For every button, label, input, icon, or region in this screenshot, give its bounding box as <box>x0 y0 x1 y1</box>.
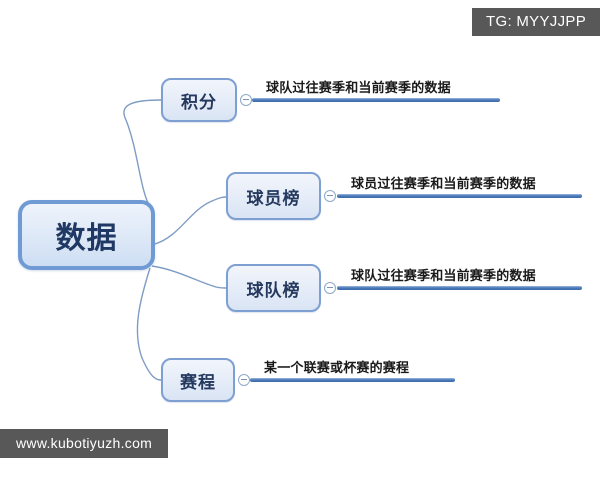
edge-root-to-qiuduibang <box>151 265 227 289</box>
leaf-jifen[interactable]: 球队过往赛季和当前赛季的数据 <box>252 70 500 102</box>
watermark-top-right: TG: MYYJJPP <box>472 8 600 36</box>
branch-node-jifen[interactable]: 积分 <box>161 78 237 122</box>
branch-node-qiuduibang-label: 球队榜 <box>246 280 301 300</box>
leaf-qiuduibang-text: 球队过往赛季和当前赛季的数据 <box>351 268 536 283</box>
collapse-toggle-saicheng-icon[interactable] <box>238 374 250 386</box>
branch-node-saicheng-label: 赛程 <box>180 372 216 392</box>
leaf-qiuduibang[interactable]: 球队过往赛季和当前赛季的数据 <box>337 258 582 290</box>
leaf-qiuduibang-underline <box>337 286 582 290</box>
root-node-data[interactable]: 数据 <box>18 200 155 270</box>
watermark-bottom-left-text: www.kubotiyuzh.com <box>16 435 153 451</box>
root-node-label: 数据 <box>55 222 118 255</box>
leaf-jifen-text: 球队过往赛季和当前赛季的数据 <box>266 80 451 95</box>
edge-root-to-jifen <box>123 99 162 208</box>
leaf-saicheng-underline <box>250 378 455 382</box>
leaf-qiuyuanbang[interactable]: 球员过往赛季和当前赛季的数据 <box>337 166 582 198</box>
watermark-top-right-text: TG: MYYJJPP <box>486 13 586 30</box>
branch-node-qiuyuanbang-label: 球员榜 <box>246 188 301 208</box>
leaf-qiuyuanbang-underline <box>337 194 582 198</box>
leaf-qiuyuanbang-text: 球员过往赛季和当前赛季的数据 <box>351 176 536 191</box>
watermark-bottom-left: www.kubotiyuzh.com <box>0 429 169 458</box>
leaf-saicheng[interactable]: 某一个联赛或杯赛的赛程 <box>250 350 455 382</box>
collapse-toggle-qiuduibang-icon[interactable] <box>324 282 336 294</box>
collapse-toggle-jifen-icon[interactable] <box>240 94 252 106</box>
leaf-jifen-underline <box>252 98 500 102</box>
branch-node-jifen-label: 积分 <box>181 92 217 112</box>
branch-node-qiuduibang[interactable]: 球队榜 <box>226 264 321 312</box>
collapse-toggle-qiuyuanbang-icon[interactable] <box>324 190 336 202</box>
edge-root-to-saicheng <box>136 267 162 381</box>
branch-node-qiuyuanbang[interactable]: 球员榜 <box>226 172 321 220</box>
edge-root-to-qiuyuanbang <box>154 196 227 245</box>
branch-node-saicheng[interactable]: 赛程 <box>161 358 235 402</box>
leaf-saicheng-text: 某一个联赛或杯赛的赛程 <box>264 360 410 375</box>
